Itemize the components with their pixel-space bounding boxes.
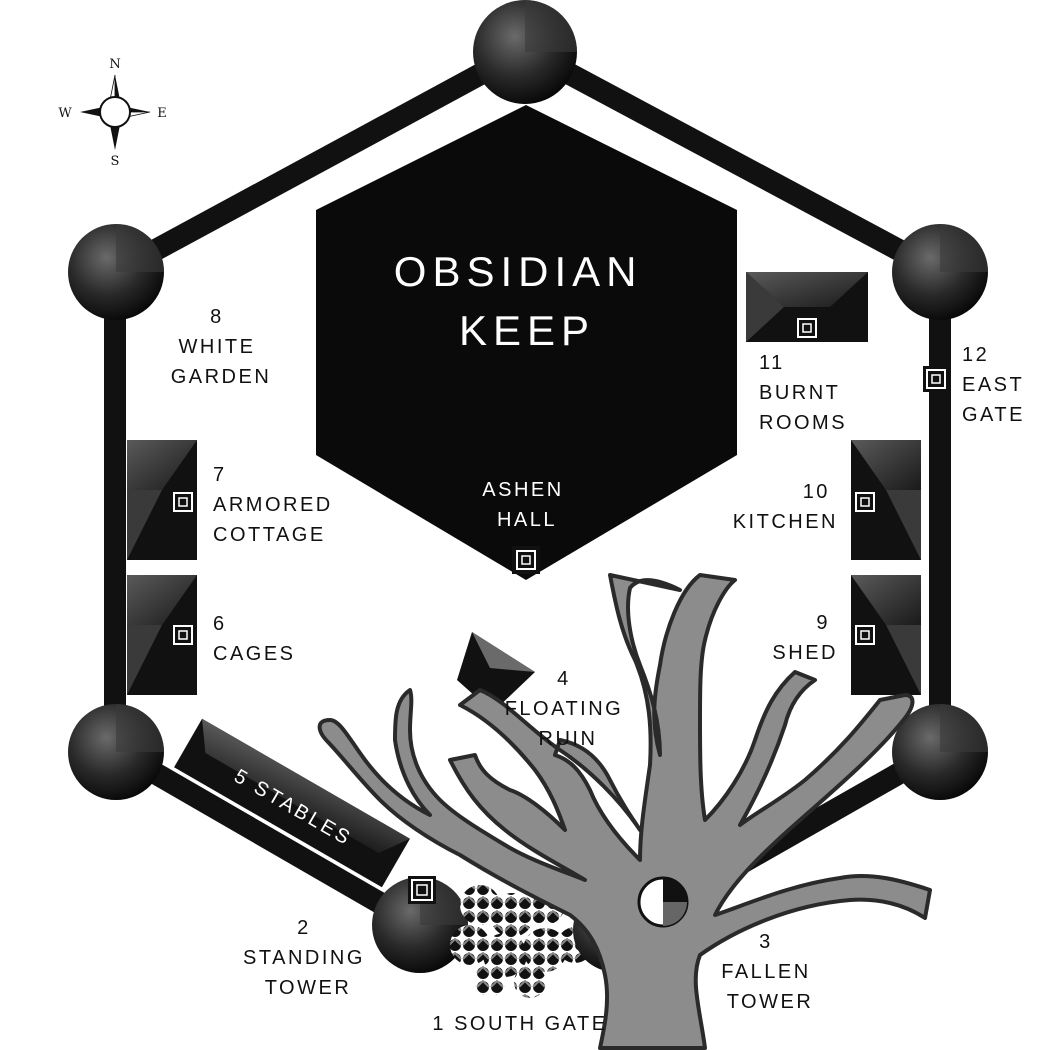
keep-title: OBSIDIAN KEEP <box>394 248 660 354</box>
door-marker-ashen-hall[interactable] <box>512 546 540 574</box>
burnt-rooms-label: 11 BURNT ROOMS <box>759 352 848 434</box>
tower-southeast[interactable] <box>892 704 988 800</box>
east-gate-label: 12 EAST GATE <box>962 344 1032 426</box>
tower-northwest[interactable] <box>68 224 164 320</box>
ashen-hall-label: ASHEN HALL <box>482 479 571 531</box>
tower-southwest[interactable] <box>68 704 164 800</box>
armored-cottage-label: 7 ARMORED COTTAGE <box>213 464 341 546</box>
cages-label: 6 CAGES <box>213 613 296 665</box>
tower-north[interactable] <box>473 0 577 104</box>
shed-label: 9 SHED <box>772 612 838 664</box>
floating-ruin-label: 4 FLOATING RUIN <box>505 668 632 750</box>
door-marker-armored-cottage[interactable] <box>170 489 196 515</box>
kitchen-label: 10 KITCHEN <box>733 481 838 533</box>
stables-building[interactable] <box>174 718 410 888</box>
door-marker-cages[interactable] <box>170 622 196 648</box>
shed-building[interactable] <box>851 575 921 695</box>
compass-west: W <box>58 106 72 121</box>
door-marker-kitchen[interactable] <box>852 489 878 515</box>
white-garden-label: 8 WHITE GARDEN <box>171 306 272 388</box>
dead-tree <box>317 573 932 1050</box>
door-marker-shed[interactable] <box>852 622 878 648</box>
compass-north: N <box>109 57 120 72</box>
compass-east: E <box>157 106 167 121</box>
compass-rose: N S E W <box>58 57 166 169</box>
compass-south: S <box>111 154 120 169</box>
door-marker-standing-tower[interactable] <box>408 876 436 904</box>
obsidian-keep-building[interactable] <box>316 105 737 580</box>
fallen-tower-label: 3 FALLEN TOWER <box>721 931 819 1013</box>
standing-tower-label: 2 STANDING TOWER <box>243 917 373 999</box>
tower-northeast[interactable] <box>892 224 988 320</box>
south-gate-label: 1 SOUTH GATE <box>432 1013 607 1035</box>
door-marker-east-gate[interactable] <box>923 366 949 392</box>
door-marker-burnt-rooms[interactable] <box>794 315 820 341</box>
